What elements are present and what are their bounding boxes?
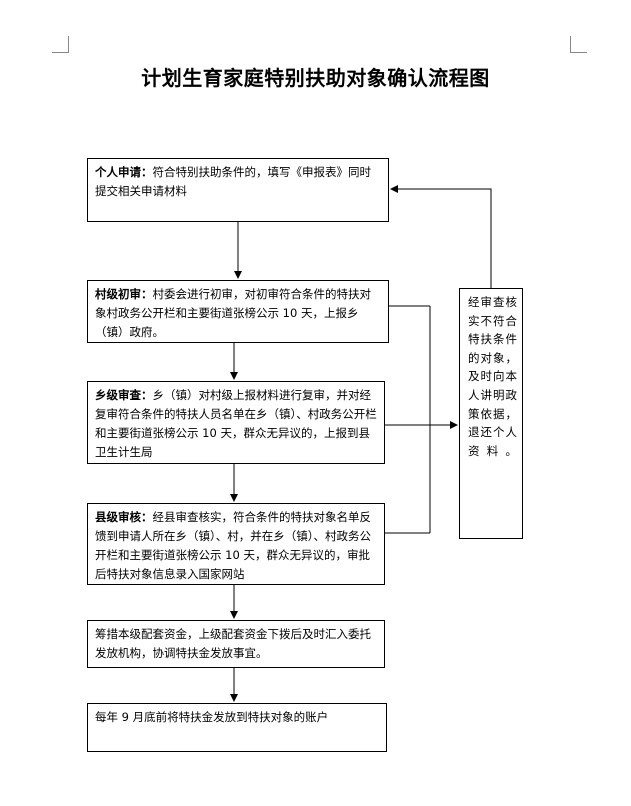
step-heading: 村级初审： [95, 287, 153, 301]
step-text: 筹措本级配套资金，上级配套资金下拨后及时汇入委托发放机构，协调特扶金发放事宜。 [95, 627, 371, 660]
step-village-review: 村级初审：村委会进行初审，对初审符合条件的特扶对象村政务公开栏和主要街道张榜公示… [87, 280, 389, 343]
step-heading: 个人申请： [95, 165, 153, 179]
step-text: 村委会进行初审，对初审符合条件的特扶对象村政务公开栏和主要街道张榜公示 10 天… [95, 287, 371, 339]
step-text: 符合特别扶助条件的，填写《申报表》同时提交相关申请材料 [95, 165, 371, 198]
step-township-review: 乡级审查：乡（镇）对村级上报材料进行复审，并对经复审符合条件的特扶人员名单在乡（… [87, 381, 385, 464]
step-county-audit: 县级审核：经县审查核实，符合条件的特扶对象名单反馈到申请人所在乡（镇）、村，并在… [87, 503, 385, 585]
step-text: 经县审查核实，符合条件的特扶对象名单反馈到申请人所在乡（镇）、村，并在乡（镇）、… [95, 510, 371, 581]
page-corner-mark-right [570, 36, 587, 53]
step-text: 乡（镇）对村级上报材料进行复审，并对经复审符合条件的特扶人员名单在乡（镇）、村政… [95, 388, 377, 459]
diagram-title: 计划生育家庭特别扶助对象确认流程图 [141, 66, 490, 90]
step-fund-raising: 筹措本级配套资金，上级配套资金下拨后及时汇入委托发放机构，协调特扶金发放事宜。 [87, 620, 385, 668]
page-corner-mark-left [52, 36, 69, 53]
step-text: 每年 9 月底前将特扶金发放到特扶对象的账户 [95, 710, 329, 724]
step-personal-application: 个人申请：符合特别扶助条件的，填写《申报表》同时提交相关申请材料 [87, 158, 389, 222]
step-heading: 乡级审查： [95, 388, 153, 402]
side-note-rejection: 经审查核实不符合特扶条件的对象，及时向本人讲明政策依据，退还个人资料。 [459, 288, 523, 539]
arrow-feedback [390, 185, 492, 288]
step-fund-distribution: 每年 9 月底前将特扶金发放到特扶对象的账户 [87, 703, 387, 752]
step-heading: 县级审核： [95, 510, 153, 524]
